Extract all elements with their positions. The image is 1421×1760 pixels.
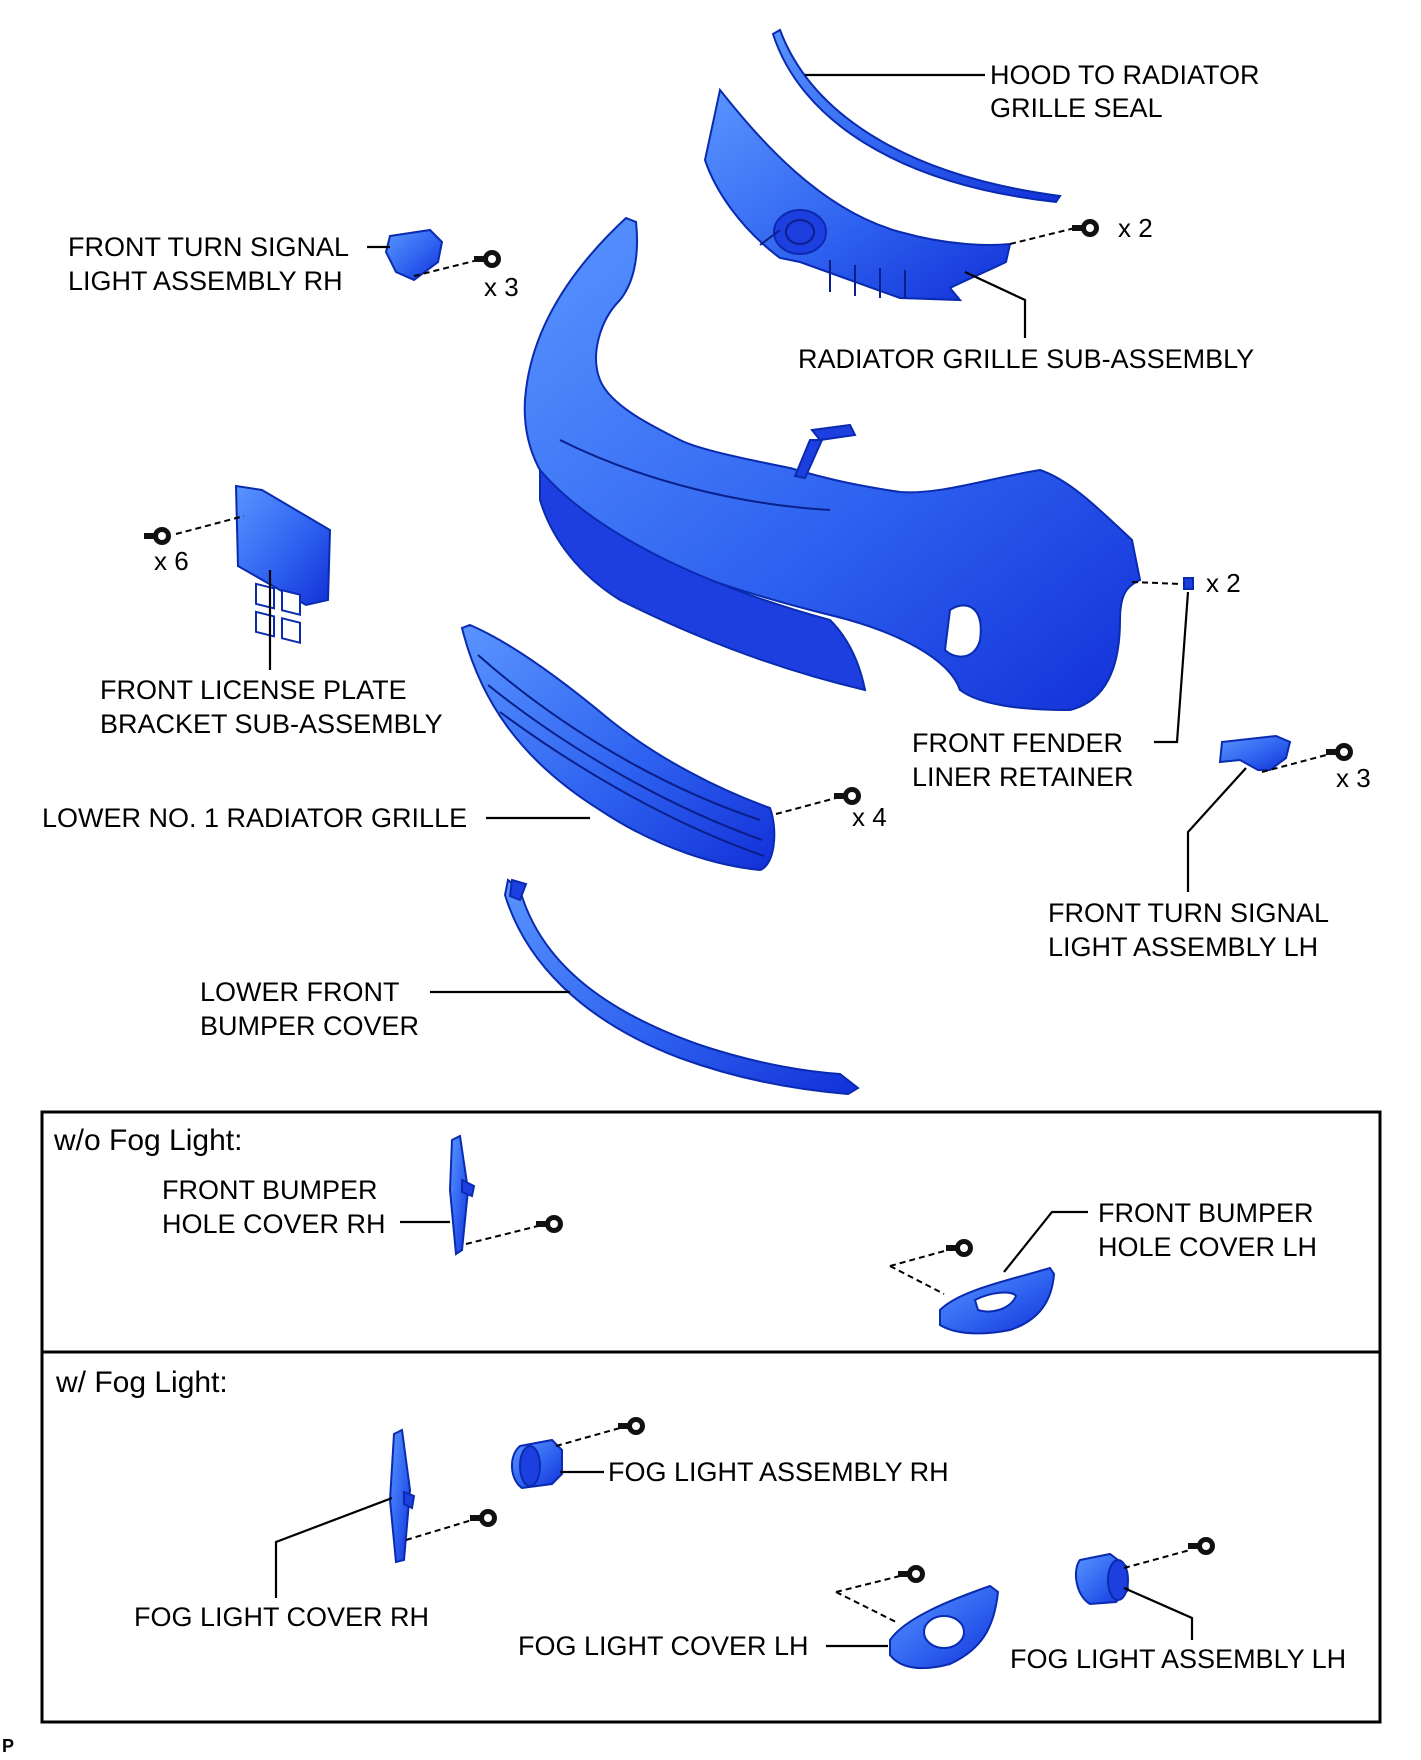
license-bolt-qty: x 6 [154, 546, 189, 576]
turn-rh-bolt-qty: x 3 [484, 272, 519, 302]
hole-cover-lh-label-line1: FRONT BUMPER [1098, 1198, 1314, 1228]
with-fog-light-heading: w/ Fog Light: [55, 1366, 228, 1399]
turn-rh-label-line2: LIGHT ASSEMBLY RH [68, 266, 343, 296]
lower-no1-radiator-grille [460, 623, 776, 872]
lower-front-bumper-cover [503, 878, 860, 1096]
turn-rh-label-line1: FRONT TURN SIGNAL [68, 232, 349, 262]
front-license-plate-bracket [234, 484, 332, 645]
fog-light-cover-lh [889, 1584, 1000, 1670]
hole-cover-rh-label-line2: HOLE COVER RH [162, 1209, 386, 1239]
liner-label-line1: FRONT FENDER [912, 728, 1123, 758]
radiator-grille-label: RADIATOR GRILLE SUB-ASSEMBLY [798, 344, 1254, 374]
fog-light-assembly-lh [1074, 1552, 1130, 1606]
turn-lh-label-line2: LIGHT ASSEMBLY LH [1048, 932, 1318, 962]
front-bumper-hole-cover-lh [939, 1266, 1056, 1335]
lower-cover-label-line1: LOWER FRONT [200, 977, 400, 1007]
fog-light-assembly-rh [511, 1438, 563, 1490]
hood-seal-label-line2: GRILLE SEAL [990, 93, 1163, 123]
front-turn-signal-light-rh [384, 228, 444, 282]
fog-assy-lh-label: FOG LIGHT ASSEMBLY LH [1010, 1644, 1346, 1674]
hole-cover-rh-label-line1: FRONT BUMPER [162, 1175, 378, 1205]
grille-bolt-qty: x 2 [1118, 213, 1153, 243]
fog-cover-lh-label: FOG LIGHT COVER LH [518, 1631, 809, 1661]
turn-lh-label-line1: FRONT TURN SIGNAL [1048, 898, 1329, 928]
front-turn-signal-light-lh [1218, 734, 1292, 771]
lower-grille-label: LOWER NO. 1 RADIATOR GRILLE [42, 803, 467, 833]
license-label-line1: FRONT LICENSE PLATE [100, 675, 407, 705]
hood-to-radiator-grille-seal [771, 28, 1062, 204]
radiator-grille-sub-assembly [703, 87, 1012, 302]
front-bumper-hole-cover-rh [448, 1134, 476, 1256]
with-fog-light-panel [40, 1350, 1382, 1724]
hood-seal-label-line1: HOOD TO RADIATOR [990, 60, 1260, 90]
liner-label-line2: LINER RETAINER [912, 762, 1134, 792]
front-bumper-cover [523, 216, 1142, 712]
fog-assy-rh-label: FOG LIGHT ASSEMBLY RH [608, 1457, 949, 1487]
corner-mark: P [2, 1736, 14, 1756]
lower-grille-bolt-qty: x 4 [852, 802, 887, 832]
fog-light-cover-rh [388, 1428, 416, 1564]
lower-cover-label-line2: BUMPER COVER [200, 1011, 419, 1041]
without-fog-light-heading: w/o Fog Light: [53, 1124, 242, 1157]
liner-clip-qty: x 2 [1206, 568, 1241, 598]
turn-lh-bolt-qty: x 3 [1336, 763, 1371, 793]
hole-cover-lh-label-line2: HOLE COVER LH [1098, 1232, 1317, 1262]
fog-cover-rh-label: FOG LIGHT COVER RH [134, 1602, 429, 1632]
front-fender-liner-retainer [1183, 577, 1194, 590]
license-label-line2: BRACKET SUB-ASSEMBLY [100, 709, 443, 739]
